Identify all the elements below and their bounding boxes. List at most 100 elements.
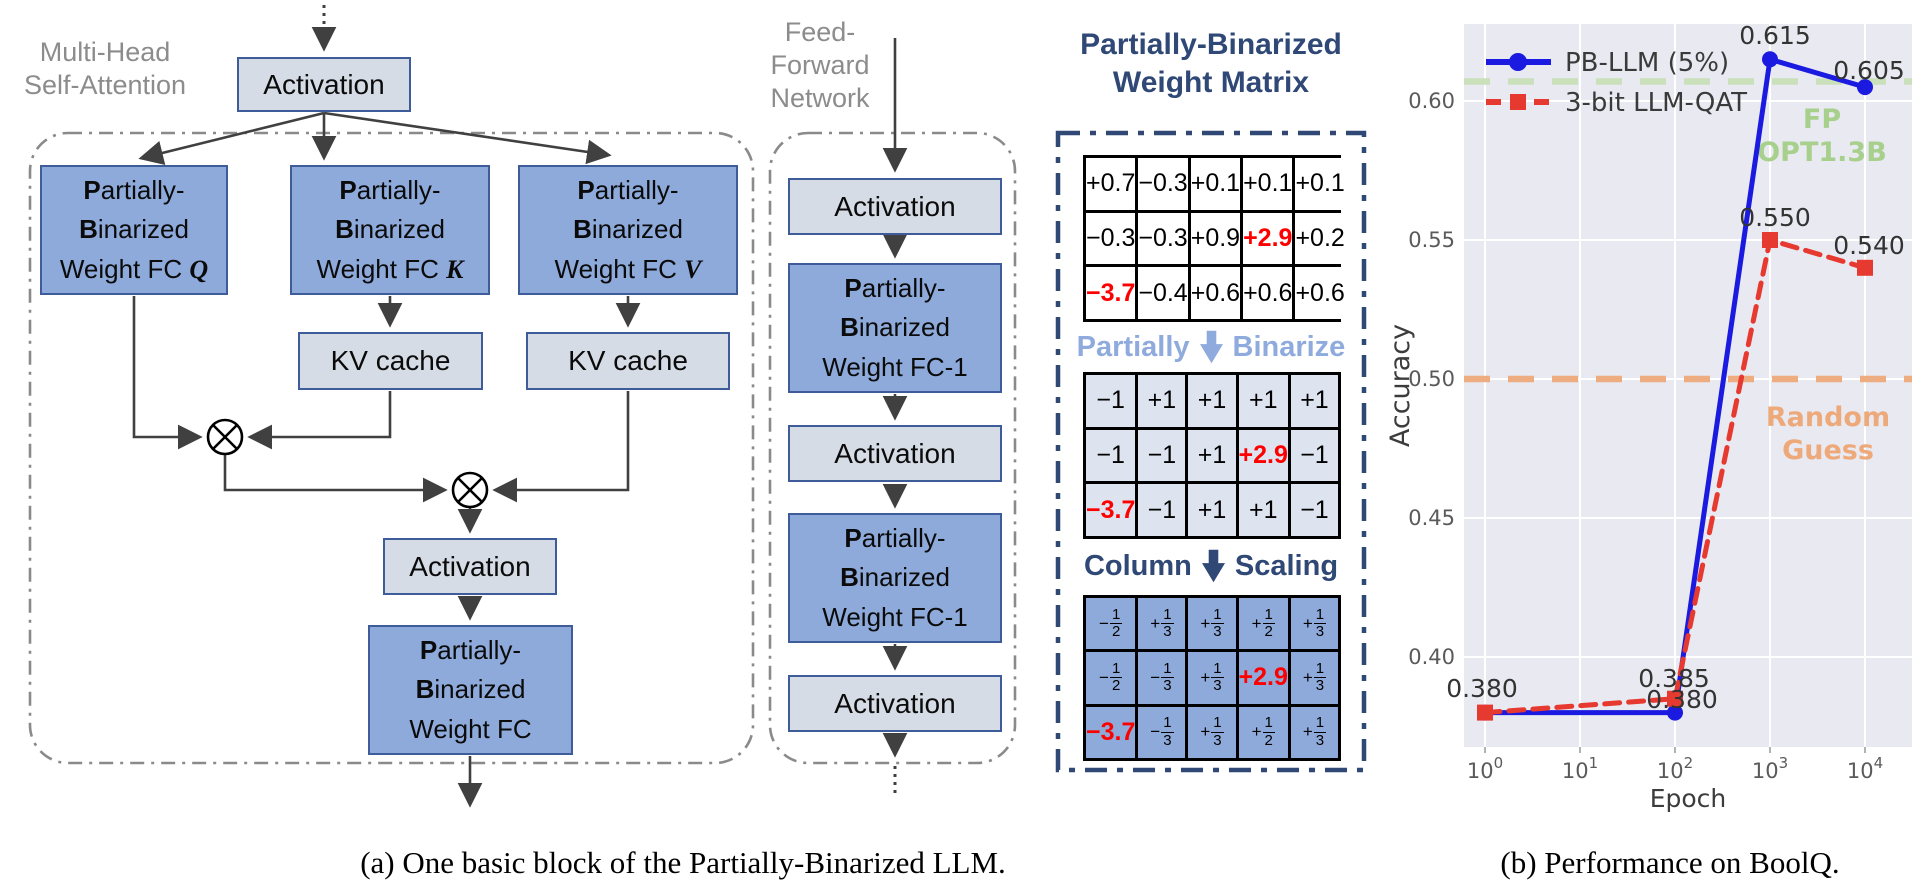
y-tick-label: 0.45 bbox=[1408, 506, 1455, 530]
box-label-line: Binarized bbox=[335, 214, 445, 245]
series-line bbox=[1482, 56, 1868, 716]
activation-box-top: Activation bbox=[237, 57, 411, 112]
matrix-cell: +0.1 bbox=[1295, 158, 1345, 210]
box-label-line: Partially- bbox=[844, 522, 946, 553]
matrix-cell: −0.3 bbox=[1138, 212, 1188, 265]
matrix-panel-title: Partially-Binarized Weight Matrix bbox=[1058, 26, 1364, 101]
k-symbol: K bbox=[446, 254, 464, 284]
arrow-to-v bbox=[323, 111, 612, 165]
x-tick-label: 101 bbox=[1562, 754, 1598, 783]
annotation: 0.540 bbox=[1833, 231, 1905, 260]
fc-text: Weight FC bbox=[554, 253, 677, 284]
weight-matrix-binarized: −1+1+1+1+1−1−1+1+2.9−1−3.7−1+1+1−1 bbox=[1083, 372, 1341, 539]
box-label-line: Partially- bbox=[419, 634, 522, 665]
step-label-text: Scaling bbox=[1234, 549, 1339, 582]
mhsa-label-line: Self-Attention bbox=[23, 69, 187, 100]
box-label-line: Partially- bbox=[844, 272, 946, 303]
step-label-text: Partially bbox=[1076, 330, 1190, 363]
fc-text: Weight FC bbox=[316, 253, 439, 284]
ffn-activation-box-3: Activation bbox=[788, 675, 1002, 732]
down-block-arrow-icon bbox=[1199, 330, 1223, 364]
arrow-to-q bbox=[138, 111, 325, 165]
ffn-label: Feed- Forward Network bbox=[745, 16, 895, 115]
data-point-marker bbox=[1667, 704, 1683, 721]
matrix-cell: +0.1 bbox=[1190, 158, 1241, 210]
q-symbol: Q bbox=[189, 254, 209, 284]
data-point-marker bbox=[1667, 690, 1683, 707]
matrix-cell: −0.3 bbox=[1138, 158, 1188, 210]
matrix-cell: −0.3 bbox=[1086, 212, 1136, 265]
activation-box-mid: Activation bbox=[383, 538, 557, 595]
annotation: 0.615 bbox=[1739, 21, 1811, 50]
legend-marker bbox=[1510, 94, 1526, 110]
y-tick-label: 0.55 bbox=[1408, 228, 1455, 252]
box-label: KV cache bbox=[330, 345, 451, 376]
caption-a: (a) One basic block of the Partially-Bin… bbox=[360, 845, 1006, 880]
series-line bbox=[1482, 237, 1868, 716]
x-tick-label: 100 bbox=[1467, 754, 1503, 783]
x-tick-label: 102 bbox=[1657, 754, 1693, 783]
matrix-cell: −1 bbox=[1290, 484, 1338, 536]
box-label: Activation bbox=[409, 550, 531, 582]
pb-weight-fc-k-box: Partially- Binarized Weight FC K bbox=[290, 165, 490, 295]
annotation: 0.605 bbox=[1833, 56, 1905, 85]
annotation: 0.550 bbox=[1739, 203, 1811, 232]
matrix-cell: −1 bbox=[1138, 484, 1186, 536]
mhsa-label-line: Multi-Head bbox=[39, 37, 171, 67]
matrix-cell: +1 bbox=[1238, 484, 1288, 536]
legend-label: 3-bit LLM-QAT bbox=[1565, 88, 1747, 118]
data-point-marker bbox=[1762, 232, 1778, 248]
matrix-cell: +0.6 bbox=[1243, 267, 1293, 319]
matrix-cell: +1 bbox=[1238, 375, 1288, 427]
x-tick-label: 103 bbox=[1752, 754, 1788, 783]
x-axis-label: Epoch bbox=[1650, 784, 1727, 813]
box-label-line: Partially- bbox=[339, 174, 441, 205]
multiply-symbols bbox=[206, 418, 489, 509]
matrix-cell: +0.2 bbox=[1295, 212, 1345, 265]
pb-weight-fc-q-box: Partially- Binarized Weight FC Q bbox=[40, 165, 228, 295]
matrix-cell: +0.6 bbox=[1190, 267, 1241, 319]
data-point-marker bbox=[1857, 79, 1873, 96]
annotation: 0.385 bbox=[1638, 664, 1710, 693]
ffn-label-line: Forward bbox=[770, 49, 870, 80]
v-symbol: V bbox=[684, 254, 702, 284]
down-block-arrow-icon bbox=[1201, 549, 1225, 583]
fc-text: Weight FC bbox=[59, 253, 183, 284]
box-label: Activation bbox=[834, 437, 956, 469]
box-label-line: Partially- bbox=[577, 174, 679, 205]
box-label: KV cache bbox=[568, 345, 688, 376]
ffn-label-line: Network bbox=[770, 82, 870, 113]
arrow-vcache-to-mult2 bbox=[492, 391, 630, 503]
partially-binarize-label: Partially Binarize bbox=[1064, 324, 1358, 370]
matrix-cell: −3.7 bbox=[1086, 267, 1136, 319]
y-tick-label: 0.60 bbox=[1408, 89, 1455, 113]
box-label-line: Binarized bbox=[840, 562, 950, 593]
box-label-line: Binarized bbox=[415, 674, 526, 705]
box-label-line: Binarized bbox=[573, 214, 683, 245]
data-point-marker bbox=[1477, 704, 1493, 721]
matrix-panel-title-line: Partially-Binarized bbox=[1080, 28, 1342, 61]
matrix-cell: +1 bbox=[1290, 375, 1338, 427]
x-tick-label: 104 bbox=[1847, 754, 1883, 783]
diagram-arrows bbox=[132, 5, 908, 808]
data-point-marker bbox=[1762, 51, 1778, 68]
y-tick-label: 0.50 bbox=[1408, 367, 1455, 391]
matrix-cell: +2.9 bbox=[1243, 212, 1293, 265]
box-label: Activation bbox=[263, 68, 385, 100]
pb-weight-fc-v-box: Partially- Binarized Weight FC V bbox=[518, 165, 738, 295]
mhsa-label: Multi-Head Self-Attention bbox=[15, 36, 195, 102]
kv-cache-box-v: KV cache bbox=[526, 332, 730, 390]
arrow-cache-to-mult1 bbox=[247, 391, 392, 450]
